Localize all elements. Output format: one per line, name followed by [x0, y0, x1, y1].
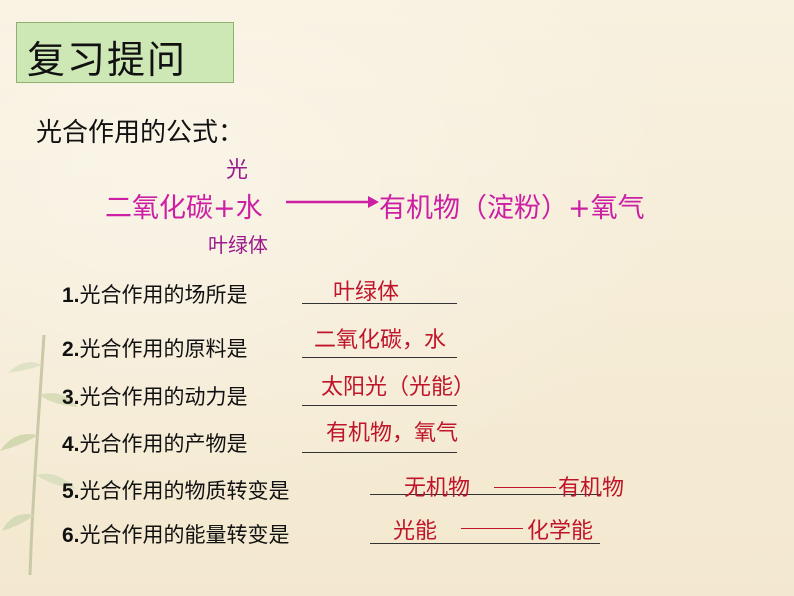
answer-1: 叶绿体 [333, 280, 400, 305]
blank-line [302, 303, 457, 304]
question-4: 4.光合作用的产物是 [62, 428, 248, 458]
answer-5-to: 有机物 [558, 476, 625, 501]
question-number: 4. [62, 433, 80, 456]
answer-6-from: 光能 [393, 519, 438, 544]
equation-reactants: 二氧化碳+水 [105, 193, 263, 224]
question-number: 2. [62, 338, 80, 361]
question-5: 5.光合作用的物质转变是 [62, 475, 290, 505]
answer-6-to: 化学能 [527, 519, 594, 544]
bamboo-decoration-icon [0, 335, 78, 575]
transform-dash [494, 487, 556, 488]
question-number: 1. [62, 284, 80, 307]
question-number: 6. [62, 524, 80, 547]
question-text: 光合作用的产物是 [79, 432, 248, 456]
answer-2: 二氧化碳，水 [314, 328, 447, 353]
question-text: 光合作用的能量转变是 [79, 523, 290, 547]
question-text: 光合作用的物质转变是 [79, 479, 290, 503]
answer-5-from: 无机物 [404, 476, 471, 501]
reaction-condition-light: 光 [226, 158, 249, 183]
formula-heading: 光合作用的公式： [36, 118, 245, 148]
question-3: 3.光合作用的动力是 [62, 381, 248, 411]
reaction-arrow-icon [286, 196, 379, 208]
title-box: 复习提问 [16, 22, 234, 83]
blank-line [302, 357, 457, 358]
question-number: 3. [62, 386, 80, 409]
reaction-condition-chlorophyll: 叶绿体 [208, 233, 268, 257]
answer-3: 太阳光（光能） [321, 375, 476, 400]
question-text: 光合作用的原料是 [79, 337, 248, 361]
answer-4: 有机物，氧气 [326, 421, 459, 446]
blank-line [302, 405, 457, 406]
question-6: 6.光合作用的能量转变是 [62, 519, 290, 549]
equation-products: 有机物（淀粉）+氧气 [379, 193, 645, 224]
blank-line [370, 543, 600, 544]
blank-line [302, 452, 457, 453]
transform-dash [461, 528, 523, 529]
question-text: 光合作用的场所是 [79, 283, 248, 307]
question-number: 5. [62, 480, 80, 503]
question-1: 1.光合作用的场所是 [62, 279, 248, 309]
page-title: 复习提问 [27, 38, 188, 82]
question-text: 光合作用的动力是 [79, 385, 248, 409]
blank-line [370, 494, 600, 495]
question-2: 2.光合作用的原料是 [62, 333, 248, 363]
